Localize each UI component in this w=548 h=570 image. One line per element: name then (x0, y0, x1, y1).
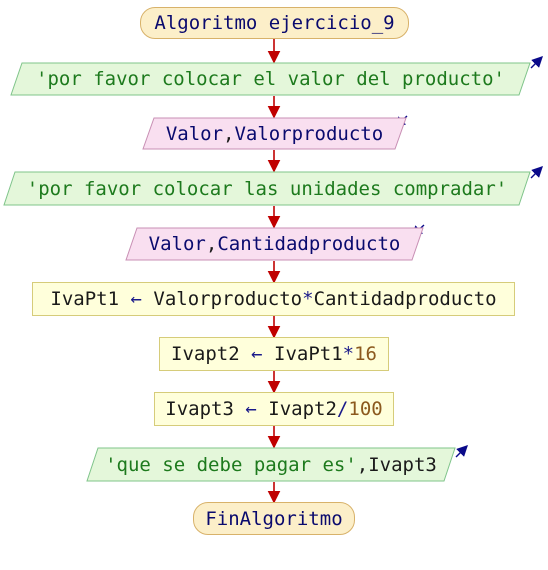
assignment-block-1: IvaPt1 ← Valorproducto*Cantidadproducto (32, 282, 515, 316)
output-arrow-icon (530, 166, 543, 179)
output-arrow-icon (530, 56, 543, 69)
output-arrow-icon (455, 445, 468, 458)
end-keyword: FinAlgoritmo (205, 507, 343, 530)
input-separator-1: , (223, 122, 235, 145)
start-terminal: Algoritmo ejercicio_9 (140, 7, 409, 39)
output-block-1: 'por favor colocar el valor del producto… (10, 62, 531, 96)
assign-right-2: 16 (354, 343, 377, 365)
assign-target-3: Ivapt3 (165, 398, 234, 420)
assign-operator-2: * (342, 343, 355, 365)
assign-operator-1: * (302, 288, 314, 310)
output-separator-3: , (356, 453, 369, 476)
assign-target-2: Ivapt2 (171, 343, 240, 365)
assign-target-1: IvaPt1 (50, 288, 120, 310)
output-block-2: 'por favor colocar las unidades comprada… (3, 171, 531, 206)
output-text-2: 'por favor colocar las unidades comprada… (26, 177, 508, 200)
input-separator-2: , (205, 233, 218, 255)
algorithm-keyword: Algoritmo (154, 12, 258, 34)
output-variable-3: Ivapt3 (368, 453, 437, 476)
assign-left-3: Ivapt2 (268, 398, 337, 420)
assign-arrow-icon: ← (130, 288, 142, 310)
assign-operator-3: / (336, 398, 349, 420)
input-keyword-2: Valor (148, 233, 206, 255)
assign-arrow-icon: ← (251, 343, 263, 365)
algorithm-name: ejercicio_9 (268, 12, 395, 34)
assignment-block-2: Ivapt2 ← IvaPt1*16 (159, 337, 389, 371)
input-keyword-1: Valor (165, 122, 224, 145)
input-variable-1: Valorproducto (234, 122, 384, 145)
end-terminal: FinAlgoritmo (193, 502, 355, 535)
input-variable-2: Cantidadproducto (217, 233, 401, 255)
output-text-1: 'por favor colocar el valor del producto… (36, 68, 505, 90)
input-block-2: Valor,Cantidadproducto (125, 227, 424, 261)
output-text-3: 'que se debe pagar es' (105, 453, 357, 476)
input-block-1: Valor,Valorproducto (142, 117, 407, 150)
output-block-3: 'que se debe pagar es',Ivapt3 (86, 447, 456, 482)
assign-left-2: IvaPt1 (274, 343, 343, 365)
assign-right-3: 100 (348, 398, 383, 420)
assignment-block-3: Ivapt3 ← Ivapt2/100 (154, 392, 394, 426)
assign-left-1: Valorproducto (153, 288, 303, 310)
assign-arrow-icon: ← (245, 398, 257, 420)
assign-right-1: Cantidadproducto (313, 288, 497, 310)
